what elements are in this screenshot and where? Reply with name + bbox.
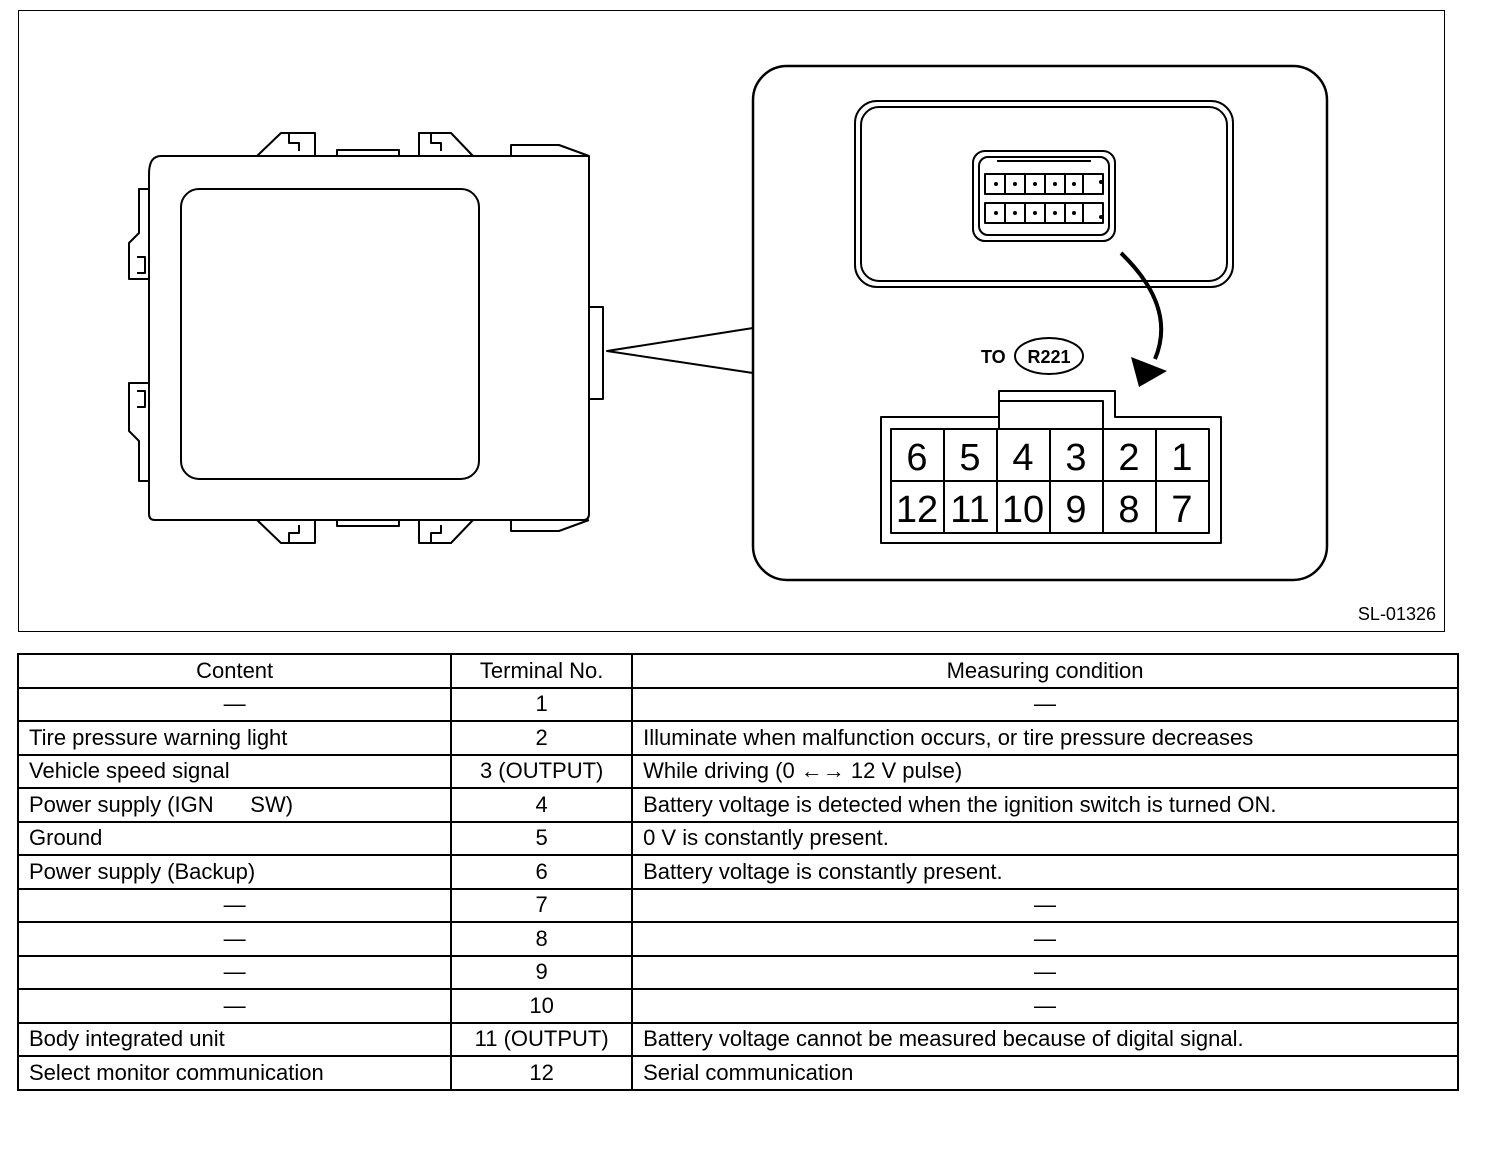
cell-terminal: 12 bbox=[450, 1055, 634, 1091]
table-row: — 8 — bbox=[16, 921, 1459, 957]
connector-ref-badge: R221 bbox=[1027, 347, 1070, 367]
table-row: — 7 — bbox=[16, 887, 1459, 923]
pin-number: 11 bbox=[950, 489, 989, 531]
table-header-row: Content Terminal No. Measuring condition bbox=[16, 653, 1459, 689]
cell-measuring: While driving (0 ←→ 12 V pulse) bbox=[631, 753, 1459, 789]
cell-content: — bbox=[16, 686, 453, 722]
cell-measuring: — bbox=[631, 988, 1459, 1024]
table-row: Ground 5 0 V is constantly present. bbox=[16, 820, 1459, 856]
table-row: Tire pressure warning light 2 Illuminate… bbox=[16, 720, 1459, 756]
cell-terminal: 2 bbox=[450, 720, 634, 756]
table-row: — 10 — bbox=[16, 988, 1459, 1024]
pin-number: 10 bbox=[1002, 489, 1044, 531]
connector-ref-prefix: TO bbox=[981, 347, 1006, 367]
pin-numbers: 6 5 4 3 2 1 12 11 10 9 8 7 bbox=[896, 437, 1193, 531]
cell-terminal: 6 bbox=[450, 854, 634, 890]
figure-drawing: TO R221 6 5 4 3 2 1 12 11 10 9 8 7 bbox=[128, 64, 1329, 582]
cell-terminal: 10 bbox=[450, 988, 634, 1024]
pin-number: 5 bbox=[959, 437, 980, 479]
callout-pointer bbox=[606, 327, 754, 374]
cell-measuring: Battery voltage cannot be measured becau… bbox=[631, 1021, 1459, 1057]
connector-figure: TO R221 6 5 4 3 2 1 12 11 10 9 8 7 SL-01… bbox=[18, 10, 1445, 632]
pin-number: 1 bbox=[1171, 437, 1192, 479]
pin-dots bbox=[994, 180, 1103, 219]
table-row: — 1 — bbox=[16, 686, 1459, 722]
pin-number: 9 bbox=[1065, 489, 1086, 531]
figure-id-label: SL-01326 bbox=[1357, 604, 1436, 624]
pin-number: 4 bbox=[1012, 437, 1033, 479]
cell-terminal: 1 bbox=[450, 686, 634, 722]
cell-measuring: — bbox=[631, 887, 1459, 923]
pin-number: 8 bbox=[1118, 489, 1139, 531]
table-row: Power supply (IGN SW) 4 Battery voltage … bbox=[16, 787, 1459, 823]
curved-arrow-icon bbox=[1119, 251, 1167, 387]
cell-content: Vehicle speed signal bbox=[16, 753, 453, 789]
table-row: Vehicle speed signal 3 (OUTPUT) While dr… bbox=[16, 753, 1459, 789]
cell-content: — bbox=[16, 921, 453, 957]
pin-number: 3 bbox=[1065, 437, 1086, 479]
cell-measuring: — bbox=[631, 686, 1459, 722]
cell-content: — bbox=[16, 988, 453, 1024]
cell-content: Body integrated unit bbox=[16, 1021, 453, 1057]
table-row: — 9 — bbox=[16, 954, 1459, 990]
cell-measuring: — bbox=[631, 921, 1459, 957]
cell-content: Select monitor communication bbox=[16, 1055, 453, 1091]
connector-ref-ellipse bbox=[1014, 337, 1084, 375]
cell-terminal: 5 bbox=[450, 820, 634, 856]
pin-number: 2 bbox=[1118, 437, 1139, 479]
table-row: Body integrated unit 11 (OUTPUT) Battery… bbox=[16, 1021, 1459, 1057]
pin-number: 12 bbox=[896, 489, 938, 531]
cell-content: Power supply (IGN SW) bbox=[16, 787, 453, 823]
connector-face bbox=[854, 100, 1234, 288]
cell-content: — bbox=[16, 887, 453, 923]
cell-terminal: 9 bbox=[450, 954, 634, 990]
cell-measuring: Battery voltage is detected when the ign… bbox=[631, 787, 1459, 823]
cell-measuring: 0 V is constantly present. bbox=[631, 820, 1459, 856]
cell-measuring: Battery voltage is constantly present. bbox=[631, 854, 1459, 890]
cell-measuring: Serial communication bbox=[631, 1055, 1459, 1091]
table-row: Select monitor communication 12 Serial c… bbox=[16, 1055, 1459, 1091]
connector-pinout-outline bbox=[880, 390, 1222, 544]
cell-content: Ground bbox=[16, 820, 453, 856]
header-content: Content bbox=[16, 653, 453, 689]
header-measuring: Measuring condition bbox=[631, 653, 1459, 689]
terminal-table: Content Terminal No. Measuring condition… bbox=[16, 653, 1459, 1091]
cell-terminal: 7 bbox=[450, 887, 634, 923]
cell-terminal: 11 (OUTPUT) bbox=[450, 1021, 634, 1057]
cell-content: Power supply (Backup) bbox=[16, 854, 453, 890]
cell-terminal: 8 bbox=[450, 921, 634, 957]
cell-terminal: 3 (OUTPUT) bbox=[450, 753, 634, 789]
callout-box bbox=[751, 64, 1329, 582]
table-row: Power supply (Backup) 6 Battery voltage … bbox=[16, 854, 1459, 890]
header-terminal: Terminal No. bbox=[450, 653, 634, 689]
cell-content: — bbox=[16, 954, 453, 990]
pin-number: 6 bbox=[906, 437, 927, 479]
cell-measuring: Illuminate when malfunction occurs, or t… bbox=[631, 720, 1459, 756]
pin-number: 7 bbox=[1171, 489, 1192, 531]
cell-terminal: 4 bbox=[450, 787, 634, 823]
control-unit bbox=[128, 132, 604, 544]
cell-measuring: — bbox=[631, 954, 1459, 990]
cell-content: Tire pressure warning light bbox=[16, 720, 453, 756]
